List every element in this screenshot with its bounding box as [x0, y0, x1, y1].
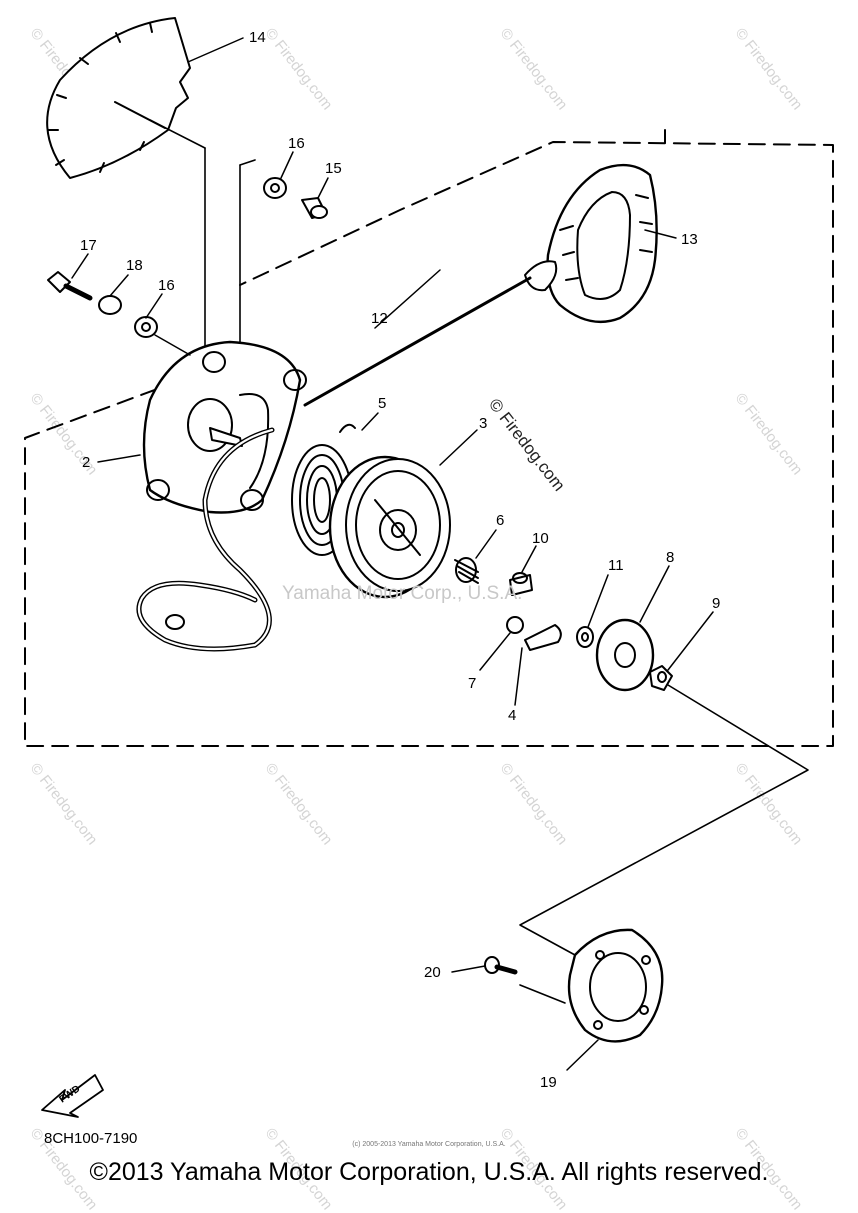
- mid-watermark: Yamaha Motor Corp., U.S.A.: [282, 583, 523, 604]
- callout-15: 15: [325, 160, 342, 177]
- assembly-leader: [519, 684, 809, 956]
- callout-6: 6: [496, 512, 504, 529]
- callout-18: 18: [126, 257, 143, 274]
- starter-handle-part: [524, 163, 658, 324]
- callout-13: 13: [681, 231, 698, 248]
- callout-12: 12: [371, 310, 388, 327]
- callout-16: 16: [158, 277, 175, 294]
- pulley-part: [328, 455, 451, 599]
- washer-part: [98, 295, 122, 315]
- pawl-bolt-part: [509, 572, 533, 596]
- assembly-boundary: [24, 141, 834, 747]
- callout-7: 7: [468, 675, 476, 692]
- callout-10: 10: [532, 530, 549, 547]
- nut-part: [649, 665, 673, 691]
- starter-case-part: [142, 340, 307, 514]
- callout-3: 3: [479, 415, 487, 432]
- callout-9: 9: [712, 595, 720, 612]
- callout-19: 19: [540, 1074, 557, 1091]
- callout-8: 8: [666, 549, 674, 566]
- washer-part: [576, 626, 594, 648]
- callout-1: 1: [660, 127, 661, 129]
- drive-plate-part: [595, 618, 655, 692]
- copyright-footer: ©2013 Yamaha Motor Corporation, U.S.A. A…: [89, 1158, 769, 1186]
- callout-14: 14: [249, 29, 266, 46]
- fwd-arrow-icon: [41, 1074, 104, 1118]
- callout-16: 16: [288, 135, 305, 152]
- small-spring-part: [454, 557, 479, 584]
- callout-11: 11: [608, 557, 624, 574]
- callout-4: 4: [508, 707, 516, 724]
- collar-part: [263, 177, 287, 199]
- bushing-part: [301, 197, 328, 219]
- starter-rope-part: [303, 276, 532, 407]
- diagram-code: 8CH100-7190: [44, 1130, 138, 1147]
- callout-20: 20: [424, 964, 441, 981]
- decal-part: [46, 17, 191, 179]
- bolt-part: [47, 271, 93, 301]
- callout-2: 2: [82, 454, 90, 471]
- callout-17: 17: [80, 237, 97, 254]
- pawl-spring-part: [506, 616, 524, 634]
- collar-part: [134, 316, 158, 338]
- tiny-copyright: (c) 2005-2013 Yamaha Motor Corporation, …: [352, 1141, 506, 1148]
- callout-labels: 14 16 15 13 17 18 16 12 5 3 2 6 10 11 8 …: [57, 29, 720, 1105]
- cover-part: [567, 928, 664, 1043]
- callout-5: 5: [378, 395, 386, 412]
- pawl-part: [524, 624, 562, 651]
- bolt-part: [484, 956, 518, 975]
